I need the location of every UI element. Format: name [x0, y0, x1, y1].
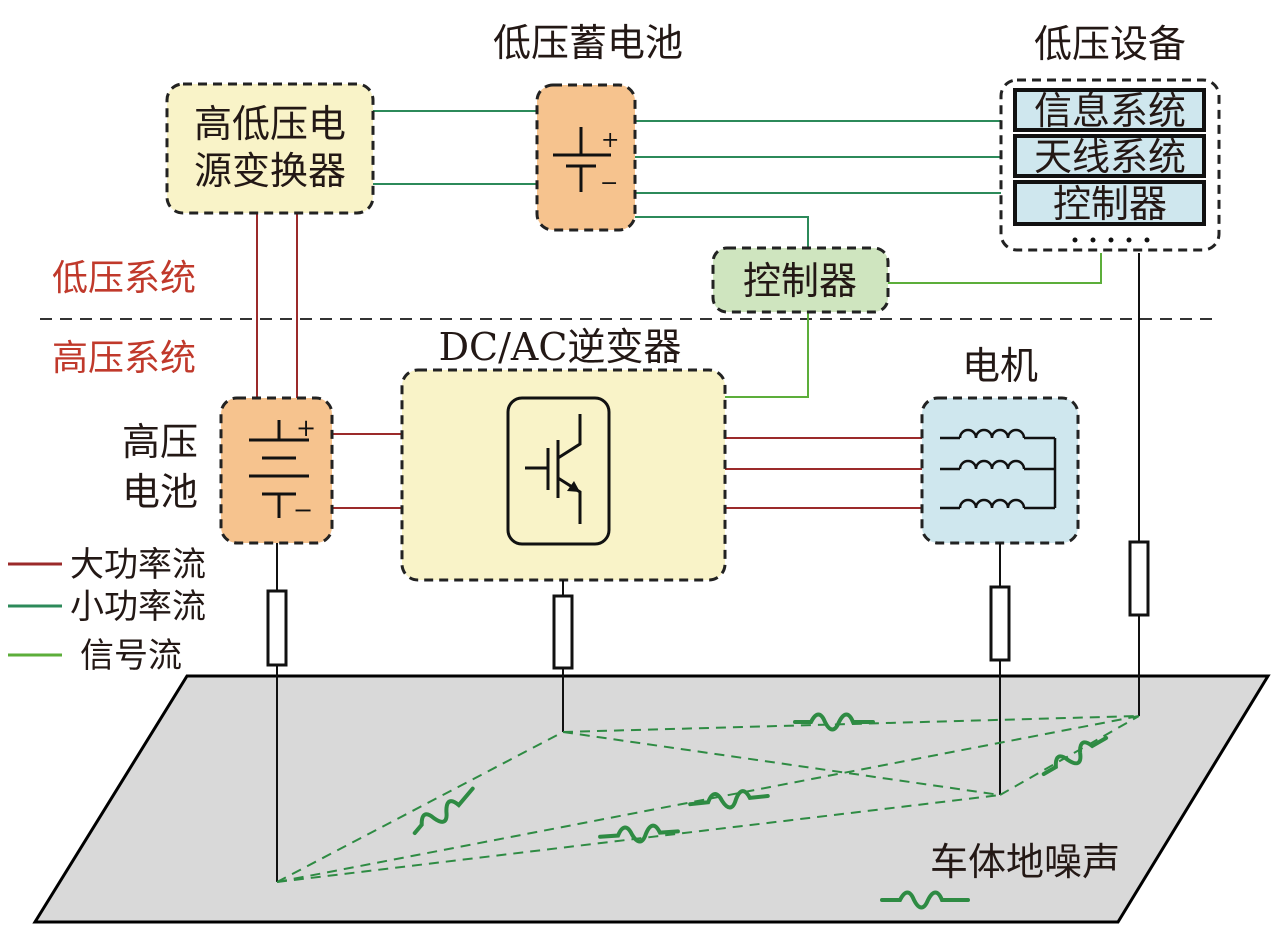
high-voltage-label: 高压系统 — [52, 338, 196, 379]
noise-waves — [412, 712, 1109, 910]
igbt-arrow — [567, 481, 580, 492]
noise-wave-icon — [793, 712, 875, 732]
ground-resistors — [266, 540, 1150, 670]
svg-text:控制器: 控制器 — [743, 259, 857, 303]
svg-text:信息系统: 信息系统 — [1034, 89, 1186, 133]
resistor-motor — [989, 585, 1011, 662]
svg-text:大功率流: 大功率流 — [70, 545, 206, 585]
low-voltage-label: 低压系统 — [52, 258, 196, 299]
noise-wave-icon — [688, 789, 770, 810]
lv-battery: + − — [535, 83, 637, 232]
resistor-lv-devices — [1128, 540, 1150, 617]
hv-battery-minus: − — [293, 496, 313, 524]
dcac-inverter — [400, 368, 727, 582]
hv-battery-symbol — [249, 420, 309, 518]
hv-battery-label-line1: 高压 — [122, 420, 198, 464]
hv-battery-plus: + — [296, 414, 316, 442]
dcdc-label-line2: 源变换器 — [194, 149, 346, 193]
lv-battery-plus: + — [601, 128, 619, 153]
motor — [920, 396, 1080, 545]
noise-wave-icon — [1041, 736, 1109, 776]
motor-title: 电机 — [962, 344, 1038, 388]
chassis-plane — [32, 674, 1271, 924]
chassis-noise-label: 车体地噪声 — [930, 840, 1120, 884]
hv-battery: + − — [219, 396, 334, 545]
lv-battery-symbol — [553, 127, 611, 192]
resistor-inverter — [552, 594, 574, 670]
hv-battery-label-line2: 电池 — [122, 470, 198, 514]
device-controller: 控制器 — [1013, 180, 1206, 226]
inverter-title: DC/AC逆变器 — [439, 325, 682, 369]
motor-coils-icon — [940, 428, 1057, 510]
legend-item-signal: 信号流 — [8, 636, 182, 676]
signal-wires — [725, 253, 1102, 398]
svg-text:信号流: 信号流 — [80, 636, 182, 676]
svg-text:天线系统: 天线系统 — [1034, 135, 1186, 179]
device-info-system: 信息系统 — [1013, 88, 1206, 133]
noise-paths — [276, 715, 1140, 883]
resistor-hv-battery — [266, 589, 288, 667]
lv-devices-title: 低压设备 — [1034, 22, 1186, 66]
low-power-wires — [372, 110, 1015, 248]
noise-wave-icon — [880, 890, 970, 910]
vehicle-controller: 控制器 — [711, 246, 890, 314]
ground-leads — [276, 253, 1140, 882]
noise-wave-icon — [598, 823, 680, 844]
legend-item-low-power: 小功率流 — [8, 587, 206, 627]
dcdc-label-line1: 高低压电 — [194, 102, 346, 146]
noise-wave-icon — [412, 786, 475, 836]
legend-item-high-power: 大功率流 — [8, 545, 206, 585]
lv-battery-minus: − — [600, 171, 618, 196]
device-antenna-system: 天线系统 — [1013, 134, 1206, 179]
lv-devices-group: 信息系统 天线系统 控制器 — [999, 78, 1221, 252]
svg-text:控制器: 控制器 — [1053, 182, 1167, 226]
lv-battery-title: 低压蓄电池 — [493, 21, 683, 65]
legend: 大功率流 小功率流 信号流 — [8, 545, 206, 676]
svg-text:小功率流: 小功率流 — [70, 587, 206, 627]
device-ellipsis-dots — [1072, 237, 1150, 243]
dcdc-converter: 高低压电 源变换器 — [165, 82, 375, 215]
